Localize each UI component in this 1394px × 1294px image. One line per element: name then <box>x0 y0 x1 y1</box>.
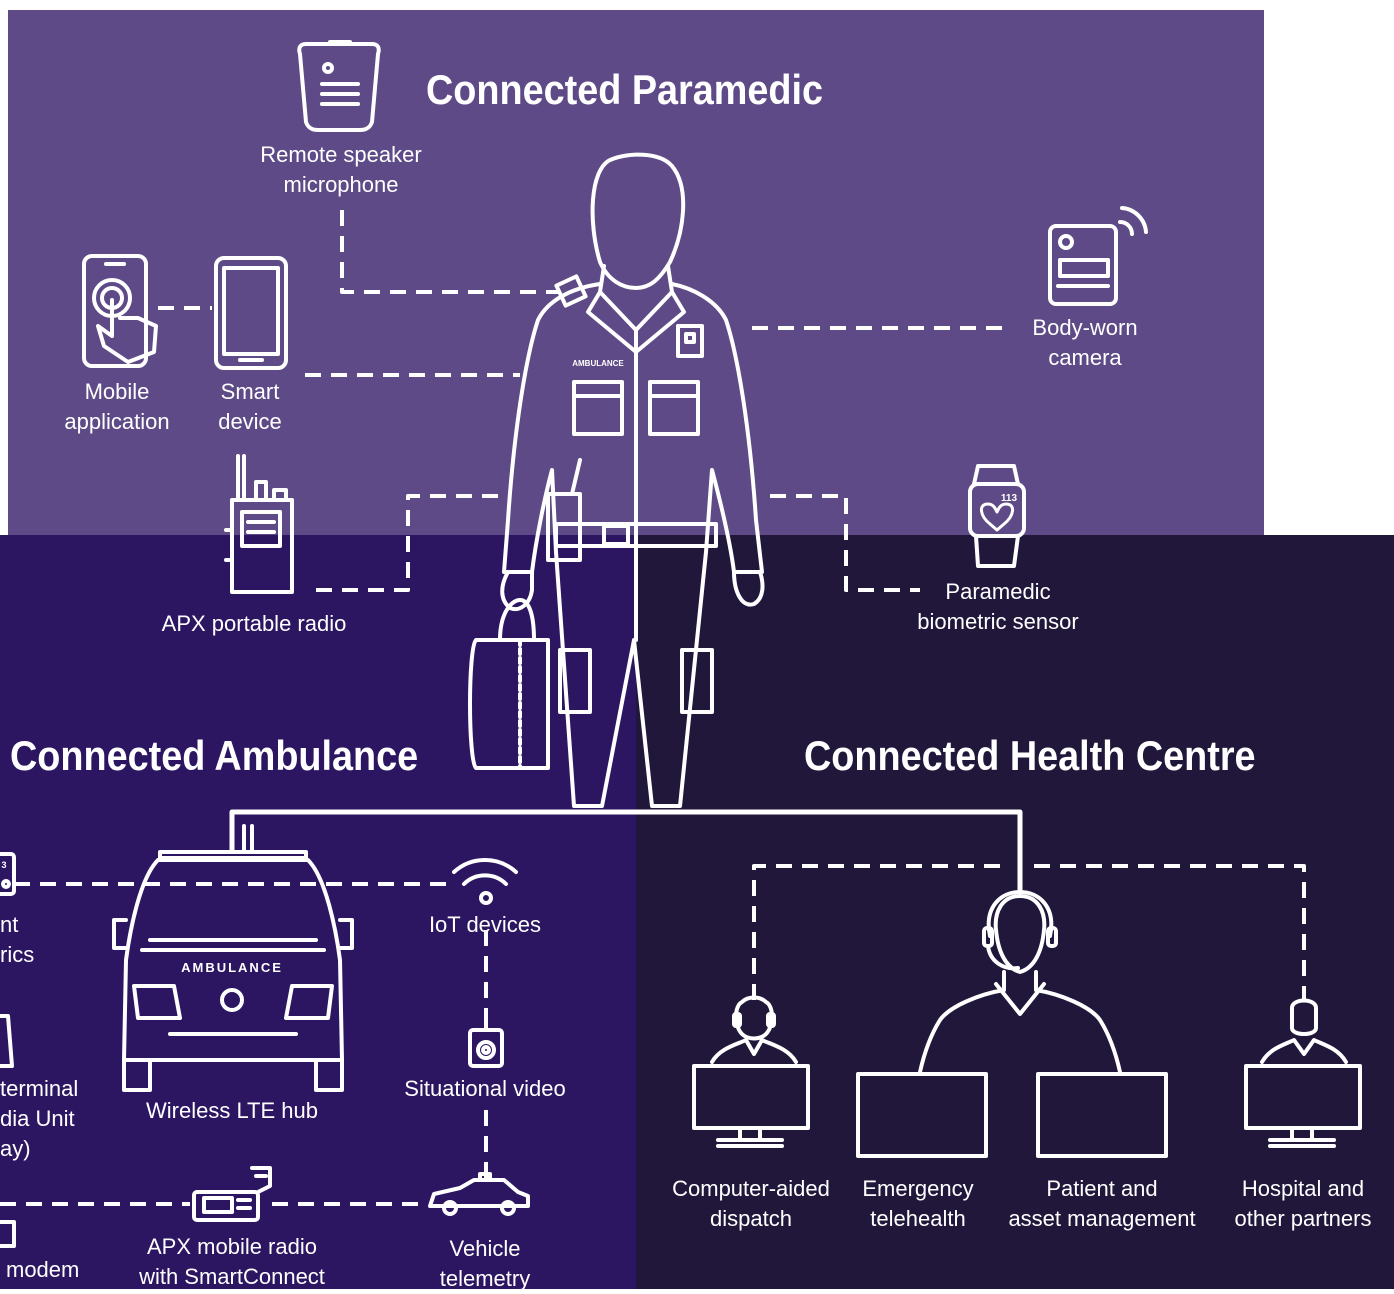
chest-camera <box>676 324 704 358</box>
connector-speaker <box>340 210 560 294</box>
police-car-icon <box>428 1172 530 1216</box>
title-connected-health-centre: Connected Health Centre <box>804 732 1256 779</box>
paramedic-head <box>590 152 686 290</box>
connector-portable-radio <box>316 494 508 592</box>
label-situational-video: Situational video <box>404 1076 566 1101</box>
paramedic-figure <box>468 152 765 808</box>
paramedic-connectors <box>158 210 1010 592</box>
title-connected-ambulance: Connected Ambulance <box>10 732 419 779</box>
smartwatch-icon <box>968 464 1026 568</box>
chest-pocket-left <box>572 380 624 436</box>
chest-pocket-right <box>648 380 700 436</box>
terminal-icon <box>0 1014 14 1068</box>
patient-monitor-icon <box>0 852 16 896</box>
wifi-icon <box>452 858 518 905</box>
camera-icon <box>468 1016 504 1068</box>
partner-person-icon <box>1260 998 1348 1064</box>
uniform-badge: AMBULANCE <box>572 359 624 368</box>
connected-ambulance-panel <box>0 535 636 1289</box>
ambulance-icon <box>112 824 354 1092</box>
right-hand <box>732 570 765 607</box>
paramedic-collar <box>586 290 686 354</box>
handheld-radio-icon <box>224 454 294 594</box>
label-portable-radio: APX portable radio <box>161 611 347 636</box>
telehealth-monitor-icon <box>856 1072 988 1158</box>
partners-monitor-icon <box>1244 1064 1362 1148</box>
belt <box>554 522 718 548</box>
health-connectors <box>752 864 1306 1000</box>
shoulder-radio <box>554 274 588 308</box>
tablet-icon <box>214 256 288 370</box>
leg-pocket-right <box>680 648 714 714</box>
dispatcher-small-icon <box>710 995 798 1064</box>
label-lte-hub: Wireless LTE hub <box>146 1098 318 1123</box>
leg-pocket-left <box>558 648 592 714</box>
walkie-talkie-icon <box>297 40 381 132</box>
body-camera-icon <box>1048 206 1148 306</box>
watch-reading: 113 <box>1001 493 1018 504</box>
modem-icon <box>0 1220 16 1248</box>
mobile-radio-icon <box>192 1166 272 1222</box>
ambulance-badge: AMBULANCE <box>181 960 283 975</box>
headset-operator-icon <box>918 890 1122 1074</box>
label-iot-devices: IoT devices <box>428 912 542 937</box>
connector-biometric <box>770 494 920 592</box>
asset-monitor-icon <box>1036 1072 1168 1158</box>
medical-bag <box>468 638 550 770</box>
ambulance-connectors <box>0 882 488 1206</box>
side-reading: 3 <box>1 860 6 870</box>
network-tree <box>229 809 1023 895</box>
connected-health-centre-panel <box>636 535 1394 1289</box>
phone-touch-icon <box>82 254 158 368</box>
belt-radio <box>546 492 582 562</box>
monitor-icon <box>692 1064 810 1148</box>
title-connected-paramedic: Connected Paramedic <box>426 66 824 113</box>
label-modem: modem <box>6 1257 80 1282</box>
